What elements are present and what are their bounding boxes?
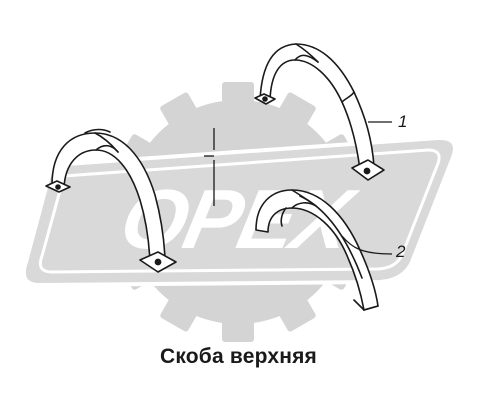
callout-1-label: 1 — [398, 112, 407, 131]
caption: Скоба верхняя — [159, 345, 318, 368]
callout-2-label: 2 — [395, 242, 406, 261]
watermark-logo: OPEX — [21, 82, 457, 342]
callout-1: 1 — [368, 112, 407, 131]
dimension-mark — [204, 128, 215, 206]
bracket-part-left — [45, 128, 177, 273]
callout-2: 2 — [341, 235, 406, 261]
bracket-part-1 — [254, 43, 385, 181]
lining-part-2 — [255, 189, 379, 311]
